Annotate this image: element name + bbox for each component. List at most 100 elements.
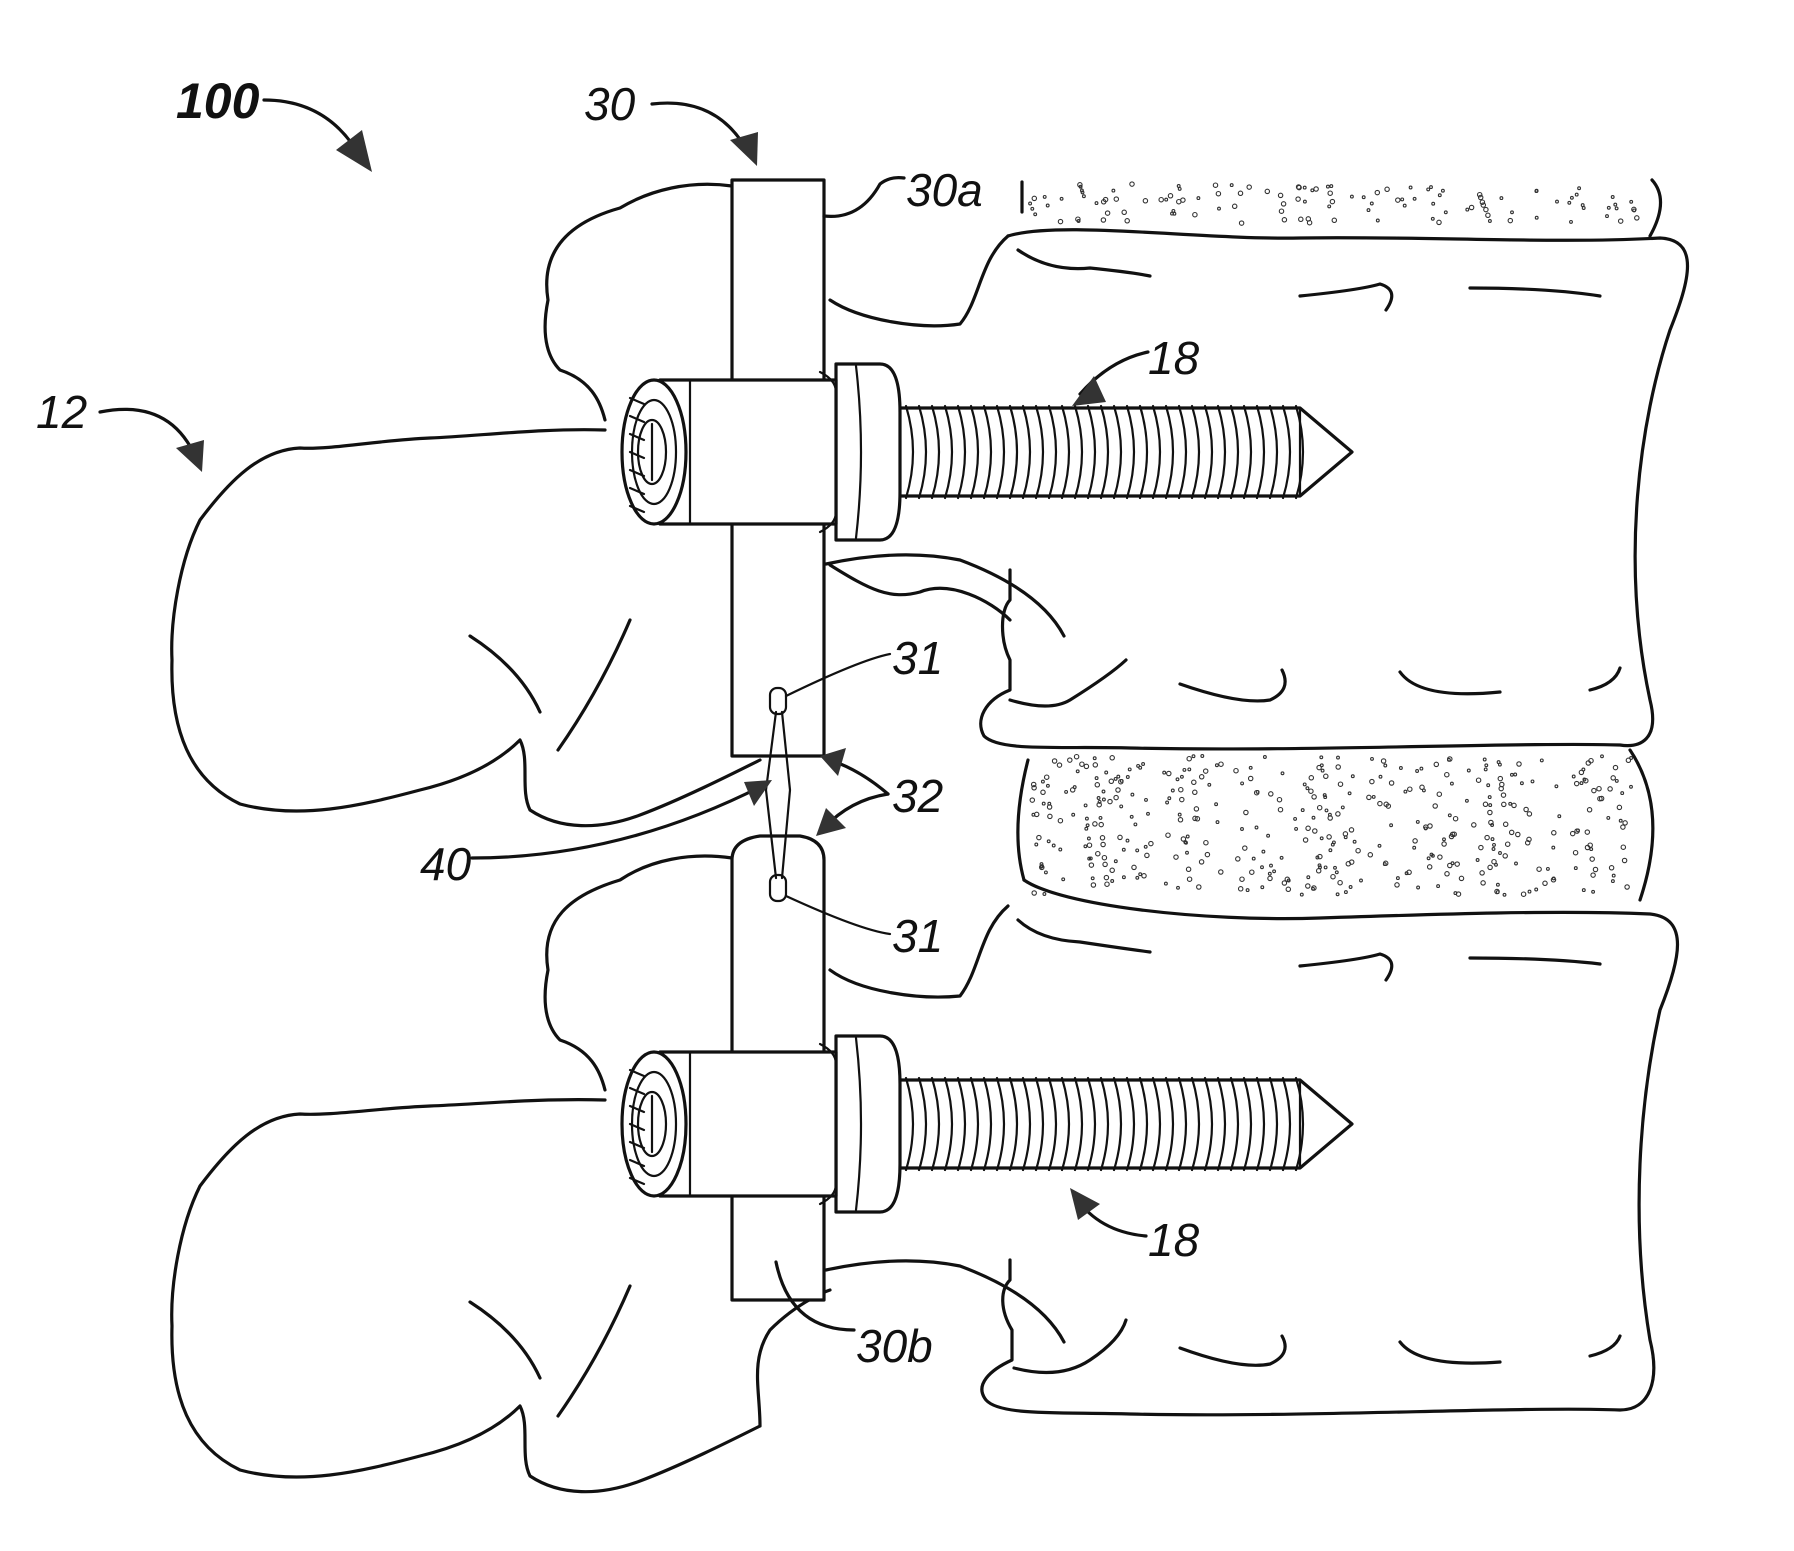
stipple-dot xyxy=(1376,219,1379,222)
stipple-dot xyxy=(1091,877,1094,880)
stipple-dot xyxy=(1306,884,1310,888)
stipple-dot xyxy=(1428,865,1432,869)
stipple-dot xyxy=(1591,873,1595,877)
stipple-dot xyxy=(1111,880,1114,883)
label-30a: 30a xyxy=(906,164,983,216)
stipple-dot xyxy=(1093,822,1097,826)
stipple-dot xyxy=(1324,866,1327,869)
stipple-dot xyxy=(1397,877,1400,880)
stipple-dot xyxy=(1032,813,1035,816)
stipple-dot xyxy=(1621,825,1625,829)
stipple-dot xyxy=(1336,893,1339,896)
stipple-dot xyxy=(1200,775,1204,779)
stipple-dot xyxy=(1324,796,1327,799)
stipple-dot xyxy=(1333,841,1336,844)
stipple-dot xyxy=(1105,882,1109,886)
stipple-dot xyxy=(1403,204,1406,207)
stipple-dot xyxy=(1503,854,1507,858)
stipple-dot xyxy=(1132,865,1136,869)
stipple-dot xyxy=(1102,790,1105,793)
stipple-dot xyxy=(1351,195,1354,198)
stipple-dot xyxy=(1417,886,1420,889)
stipple-dot xyxy=(1378,844,1381,847)
stipple-dot xyxy=(1303,783,1306,786)
stipple-dot xyxy=(1306,826,1310,830)
stipple-dot xyxy=(1503,893,1506,896)
label-18-lower: 18 xyxy=(1148,1214,1200,1266)
stipple-dot xyxy=(1086,817,1089,820)
stipple-dot xyxy=(1095,783,1099,787)
stipple-dot xyxy=(1348,792,1351,795)
stipple-dot xyxy=(1492,848,1495,851)
stipple-dot xyxy=(1395,883,1399,887)
stipple-dot xyxy=(1590,848,1593,851)
stipple-dot xyxy=(1480,200,1484,204)
stipple-dot xyxy=(1621,792,1624,795)
stipple-dot xyxy=(1448,814,1451,817)
stipple-dot xyxy=(1110,868,1114,872)
stipple-dot xyxy=(1091,883,1095,887)
stipple-dot xyxy=(1438,855,1442,859)
stipple-dot xyxy=(1483,758,1486,761)
stipple-dot xyxy=(1296,197,1300,201)
stipple-dot xyxy=(1103,862,1107,866)
stipple-dot xyxy=(1396,198,1400,202)
stipple-dot xyxy=(1099,822,1103,826)
stipple-dot xyxy=(1041,790,1045,794)
stipple-dot xyxy=(1125,219,1129,223)
stipple-dot xyxy=(1517,762,1521,766)
stipple-dot xyxy=(1445,872,1449,876)
stipple-dot xyxy=(1309,789,1313,793)
stipple-dot xyxy=(1084,845,1087,848)
stipple-dot xyxy=(1029,202,1032,205)
label-30: 30 xyxy=(584,78,636,130)
stipple-dot xyxy=(1304,200,1307,203)
stipple-dot xyxy=(1043,196,1046,199)
stipple-dot xyxy=(1192,780,1196,784)
stipple-dot xyxy=(1590,857,1594,861)
screw-assembly-18-lower xyxy=(622,1036,1352,1212)
stipple-dot xyxy=(1537,867,1541,871)
stipple-dot xyxy=(1058,219,1062,223)
stipple-dot xyxy=(1356,849,1360,853)
stipple-dot xyxy=(1338,881,1342,885)
stipple-dot xyxy=(1168,194,1172,198)
stipple-dot xyxy=(1558,815,1561,818)
stipple-dot xyxy=(1186,851,1189,854)
stipple-dot xyxy=(1186,835,1189,838)
stipple-dot xyxy=(1103,798,1106,801)
stipple-dot xyxy=(1552,846,1555,849)
stipple-dot xyxy=(1367,795,1371,799)
stipple-dot xyxy=(1400,767,1403,770)
stipple-dot xyxy=(1171,789,1174,792)
stipple-dot xyxy=(1609,866,1613,870)
stipple-dot xyxy=(1261,866,1264,869)
stipple-dot xyxy=(1580,782,1583,785)
stipple-dot xyxy=(1312,795,1316,799)
stipple-dot xyxy=(1479,195,1483,199)
stipple-dot xyxy=(1612,874,1615,877)
stipple-dot xyxy=(1193,790,1197,794)
stipple-dot xyxy=(1244,810,1248,814)
stipple-dot xyxy=(1043,893,1046,896)
stipple-dot xyxy=(1528,890,1531,893)
label-30b: 30b xyxy=(856,1320,933,1372)
stipple-dot xyxy=(1483,802,1487,806)
stipple-dot xyxy=(1384,764,1387,767)
stipple-dot xyxy=(1076,770,1079,773)
stipple-dot xyxy=(1037,835,1041,839)
stipple-dot xyxy=(1181,837,1185,841)
stipple-dot xyxy=(1188,768,1191,771)
stipple-dot xyxy=(1427,857,1430,860)
stipple-dot xyxy=(1349,828,1353,832)
stipple-dot xyxy=(1068,758,1072,762)
stipple-dot xyxy=(1042,780,1045,783)
stipple-dot xyxy=(1142,874,1146,878)
stipple-dot xyxy=(1325,809,1328,812)
stipple-dot xyxy=(1208,783,1211,786)
stipple-dot xyxy=(1187,877,1191,881)
stipple-dot xyxy=(1281,202,1285,206)
stipple-dot xyxy=(1485,835,1489,839)
stipple-dot xyxy=(1145,853,1149,857)
stipple-dot xyxy=(1147,812,1150,815)
